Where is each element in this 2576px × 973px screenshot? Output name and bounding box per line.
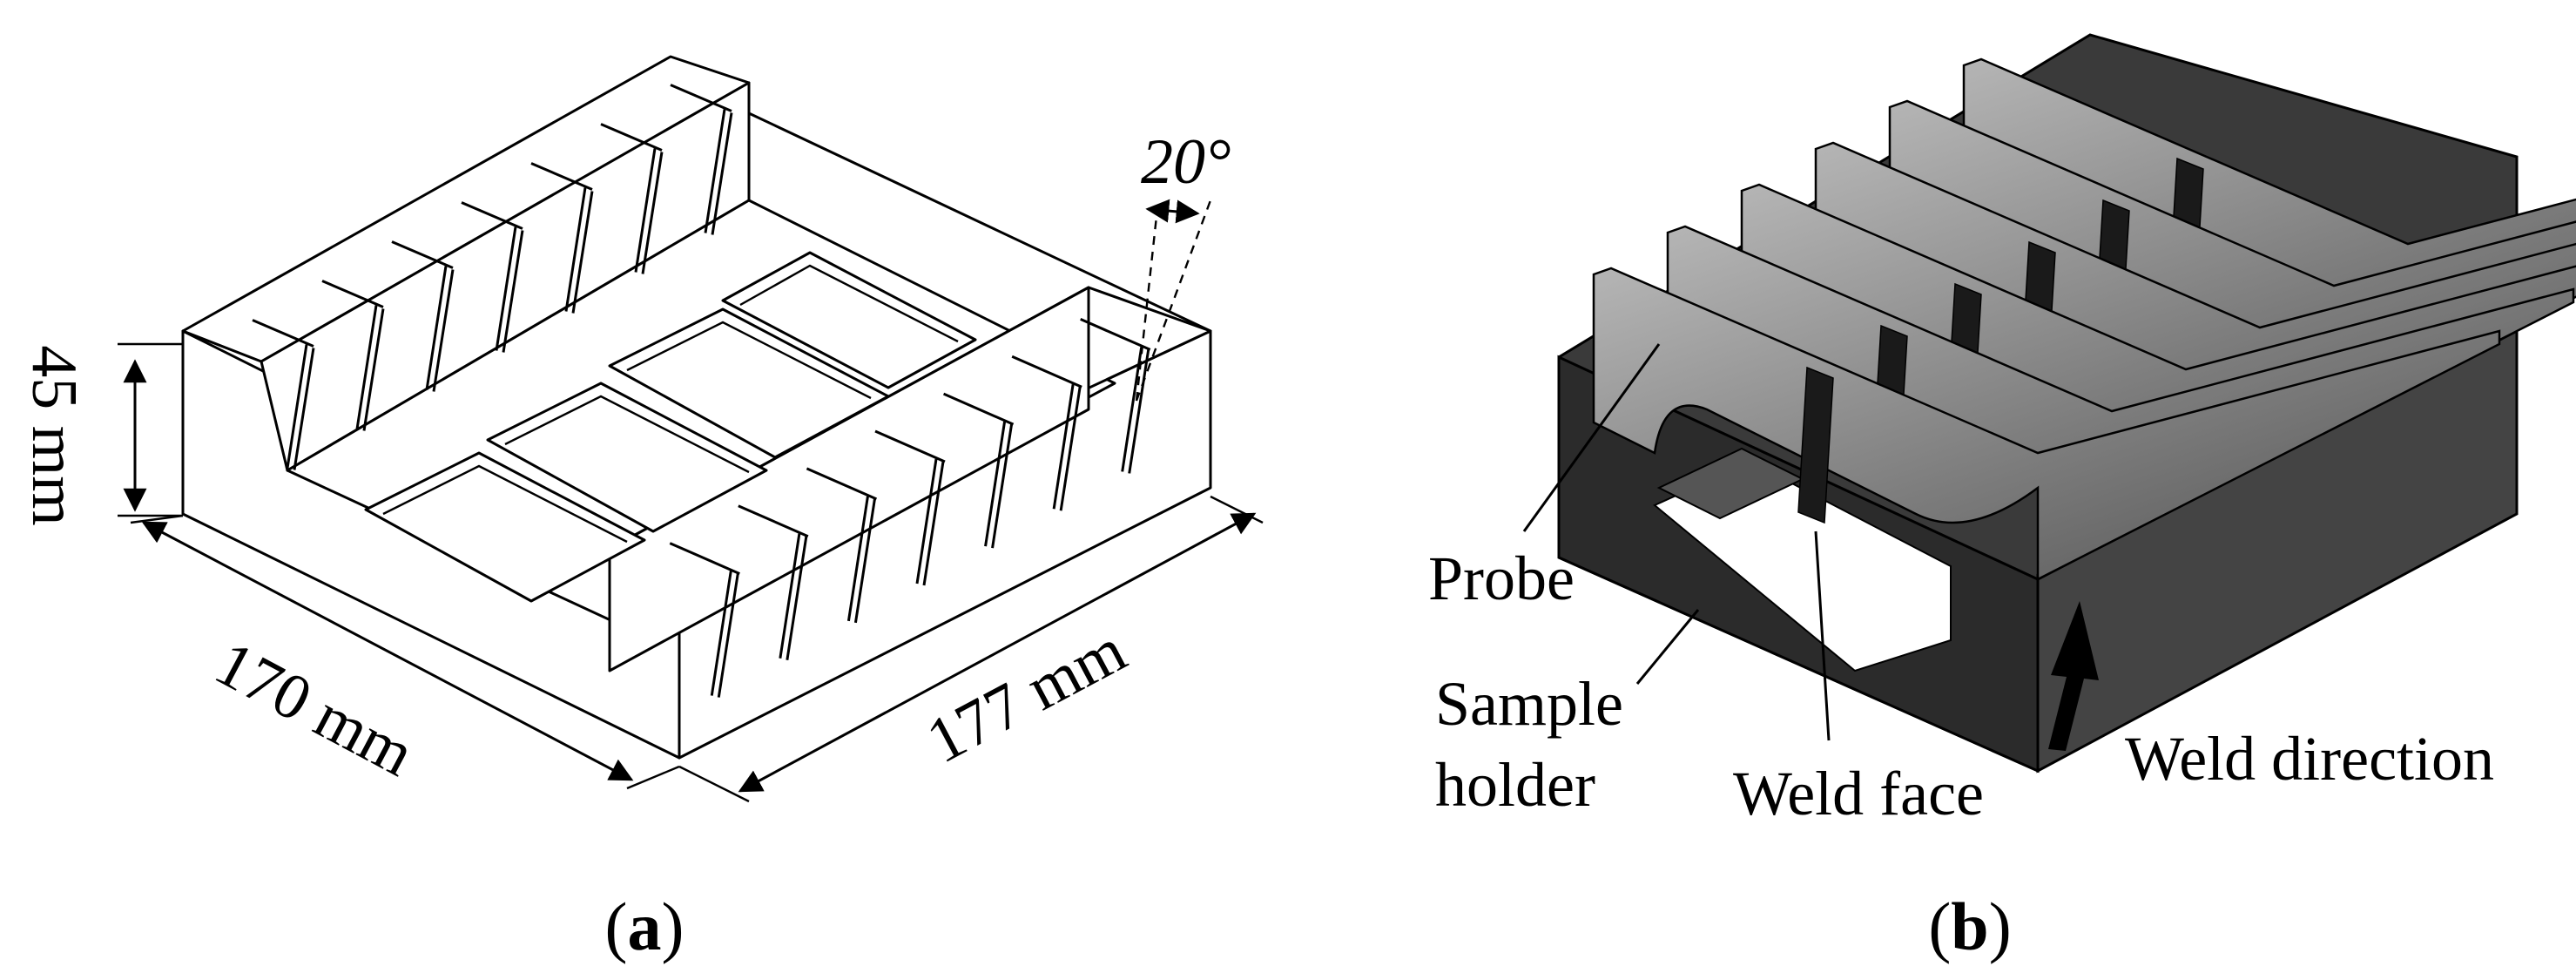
back-rail-slot	[461, 201, 524, 353]
sample-holder-label-line2: holder	[1435, 750, 1595, 820]
sample-holder-leader	[1635, 609, 1700, 685]
panel-b-drawing: Probe Sample holder Weld face Weld direc…	[1428, 33, 2576, 964]
dim-width-label: 170 mm	[204, 627, 425, 790]
weld-face-leader	[1814, 530, 1831, 741]
back-rail-slot	[670, 84, 733, 235]
weld-direction-label: Weld direction	[2125, 724, 2494, 794]
dim-length-label: 177 mm	[915, 614, 1136, 777]
dim-height-label: 45 mm	[18, 345, 90, 526]
caption-b: (b)	[1928, 889, 2011, 964]
window-2	[486, 382, 768, 533]
panel-a-drawing: 45 mm 170 mm 177 mm 20° (a)	[18, 55, 1264, 964]
back-rail-slots	[252, 84, 733, 470]
back-rail-slot	[530, 162, 594, 314]
sample-holder-label-line1: Sample	[1435, 669, 1623, 739]
back-rail-slot	[600, 123, 664, 274]
weld-seam	[1797, 366, 1834, 524]
front-rail-slot	[669, 542, 740, 698]
window-4	[721, 251, 977, 389]
probe-group	[1592, 57, 2576, 582]
dim-length-line	[738, 512, 1257, 793]
back-rail-slot	[252, 319, 315, 470]
weld-face-label: Weld face	[1733, 759, 1984, 828]
dim-width-line	[141, 521, 634, 781]
probe-plate	[1592, 267, 2501, 582]
weld-direction-arrow	[2048, 601, 2099, 751]
dim-angle-label: 20°	[1141, 126, 1231, 198]
probe-leader	[1522, 343, 1661, 532]
window-3	[608, 307, 890, 459]
front-rail-slot	[1011, 355, 1082, 511]
dim-angle-arc	[1145, 199, 1200, 224]
front-rail-slot	[1080, 318, 1151, 474]
probe-label: Probe	[1428, 544, 1575, 613]
back-rail-slot	[321, 280, 385, 431]
back-rail-slot	[391, 240, 455, 392]
caption-a: (a)	[605, 889, 684, 964]
